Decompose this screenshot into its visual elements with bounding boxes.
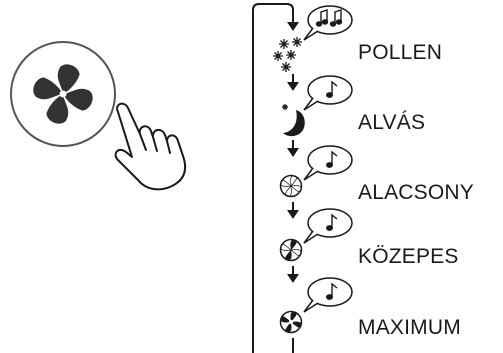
beep-bubble-2 xyxy=(303,75,353,111)
cycle-return-line xyxy=(252,3,294,353)
mode-label-sleep: ALVÁS xyxy=(358,111,426,134)
note-icon xyxy=(326,282,338,300)
mode-label-low: ALACSONY xyxy=(358,181,474,204)
beep-bubble-5 xyxy=(303,277,353,313)
double-note-icon xyxy=(315,9,343,27)
fan-icon xyxy=(30,61,96,127)
sleep-moon-icon xyxy=(282,104,305,137)
beep-bubble-4 xyxy=(303,208,353,244)
note-icon xyxy=(326,213,338,231)
flow-arrows xyxy=(287,16,299,353)
beep-bubble-3 xyxy=(303,145,353,181)
note-icon xyxy=(326,80,338,98)
fan-button[interactable] xyxy=(10,41,116,147)
fan-max-icon xyxy=(279,310,303,334)
mode-label-medium: KÖZEPES xyxy=(358,245,459,268)
pollen-icon xyxy=(273,37,302,72)
mode-label-max: MAXIMUM xyxy=(358,316,461,339)
fan-low-icon xyxy=(279,174,303,198)
beep-bubble-1 xyxy=(303,5,353,41)
hand-press-icon xyxy=(114,102,187,191)
mode-label-pollen: POLLEN xyxy=(358,41,443,64)
fan-medium-icon xyxy=(279,238,303,262)
note-icon xyxy=(326,150,338,168)
